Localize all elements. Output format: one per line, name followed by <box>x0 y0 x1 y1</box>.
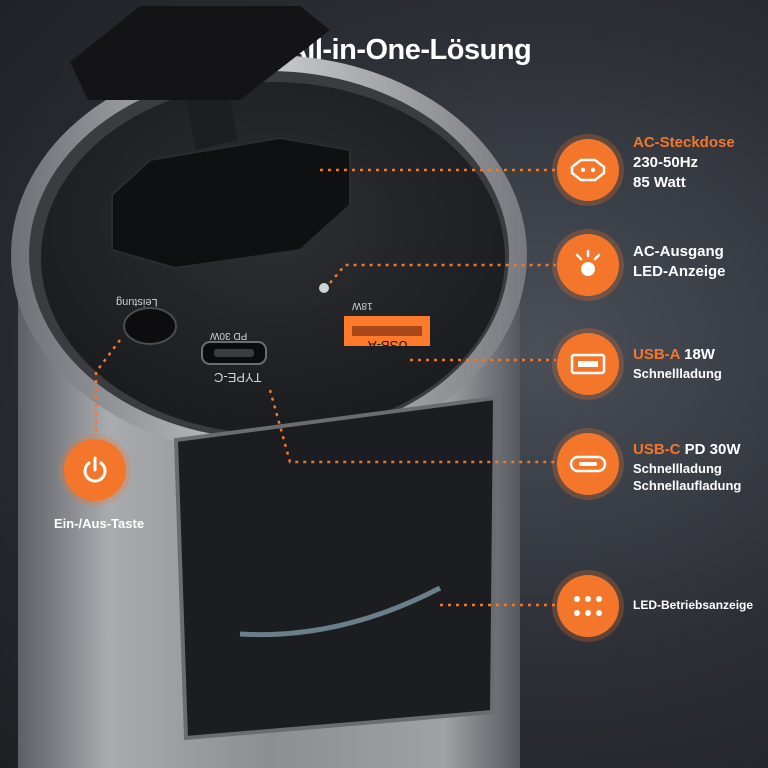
feature-ac-output-title: AC-Ausgang <box>633 243 724 260</box>
usbc-port-label: PD 30W <box>210 330 248 341</box>
power-button-label: Leistung <box>116 296 158 308</box>
feature-led-status: LED-Betriebsanzeige <box>633 597 753 614</box>
feature-usb-c-accent: USB-C <box>633 441 681 458</box>
feature-led-status-line1: LED-Betriebsanzeige <box>633 598 754 612</box>
usbc-port-type: TYPE-C <box>214 370 262 385</box>
feature-ac-socket: AC-Steckdose 230-50Hz 85 Watt <box>633 133 735 193</box>
feature-usb-c-line1: Schnellladung <box>633 461 722 476</box>
feature-ac-output-line1: LED-Anzeige <box>633 263 726 280</box>
usb-c-icon <box>569 455 607 473</box>
feature-ac-socket-title: AC-Steckdose <box>633 134 735 151</box>
feature-ac-socket-line1: 230-50Hz <box>633 154 699 171</box>
usb-a-badge <box>557 333 619 395</box>
led-indicator-badge <box>557 234 619 296</box>
feature-usb-a: USB-A 18W Schnellladung <box>633 345 722 382</box>
ac-socket-badge <box>557 139 619 201</box>
feature-usb-a-title: USB-A 18W <box>633 345 722 365</box>
power-icon <box>83 456 107 483</box>
usb-a-icon <box>570 353 606 375</box>
power-badge <box>64 439 126 501</box>
usba-port-type: USB-A <box>368 338 408 353</box>
power-button-caption: Ein-/Aus-Taste <box>54 516 145 531</box>
feature-usb-c: USB-C PD 30W Schnellladung Schnellauflad… <box>633 440 741 494</box>
feature-usb-c-line2: Schnellaufladung <box>633 478 742 493</box>
feature-usb-a-line1: Schnellladung <box>633 366 722 381</box>
battery-leds-icon <box>574 596 602 616</box>
led-indicator-icon <box>575 249 601 276</box>
feature-usb-c-rest: PD 30W <box>680 441 741 458</box>
feature-ac-socket-line2: 85 Watt <box>633 174 686 191</box>
feature-usb-c-title: USB-C PD 30W <box>633 440 741 460</box>
feature-usb-a-rest: 18W <box>679 346 715 363</box>
feature-ac-output: AC-Ausgang LED-Anzeige <box>633 242 726 282</box>
feature-usb-a-accent: USB-A <box>633 346 680 363</box>
usba-port-label: 18W <box>352 300 373 311</box>
battery-leds-badge <box>557 575 619 637</box>
ac-socket-icon <box>570 158 606 182</box>
usb-c-badge <box>557 433 619 495</box>
